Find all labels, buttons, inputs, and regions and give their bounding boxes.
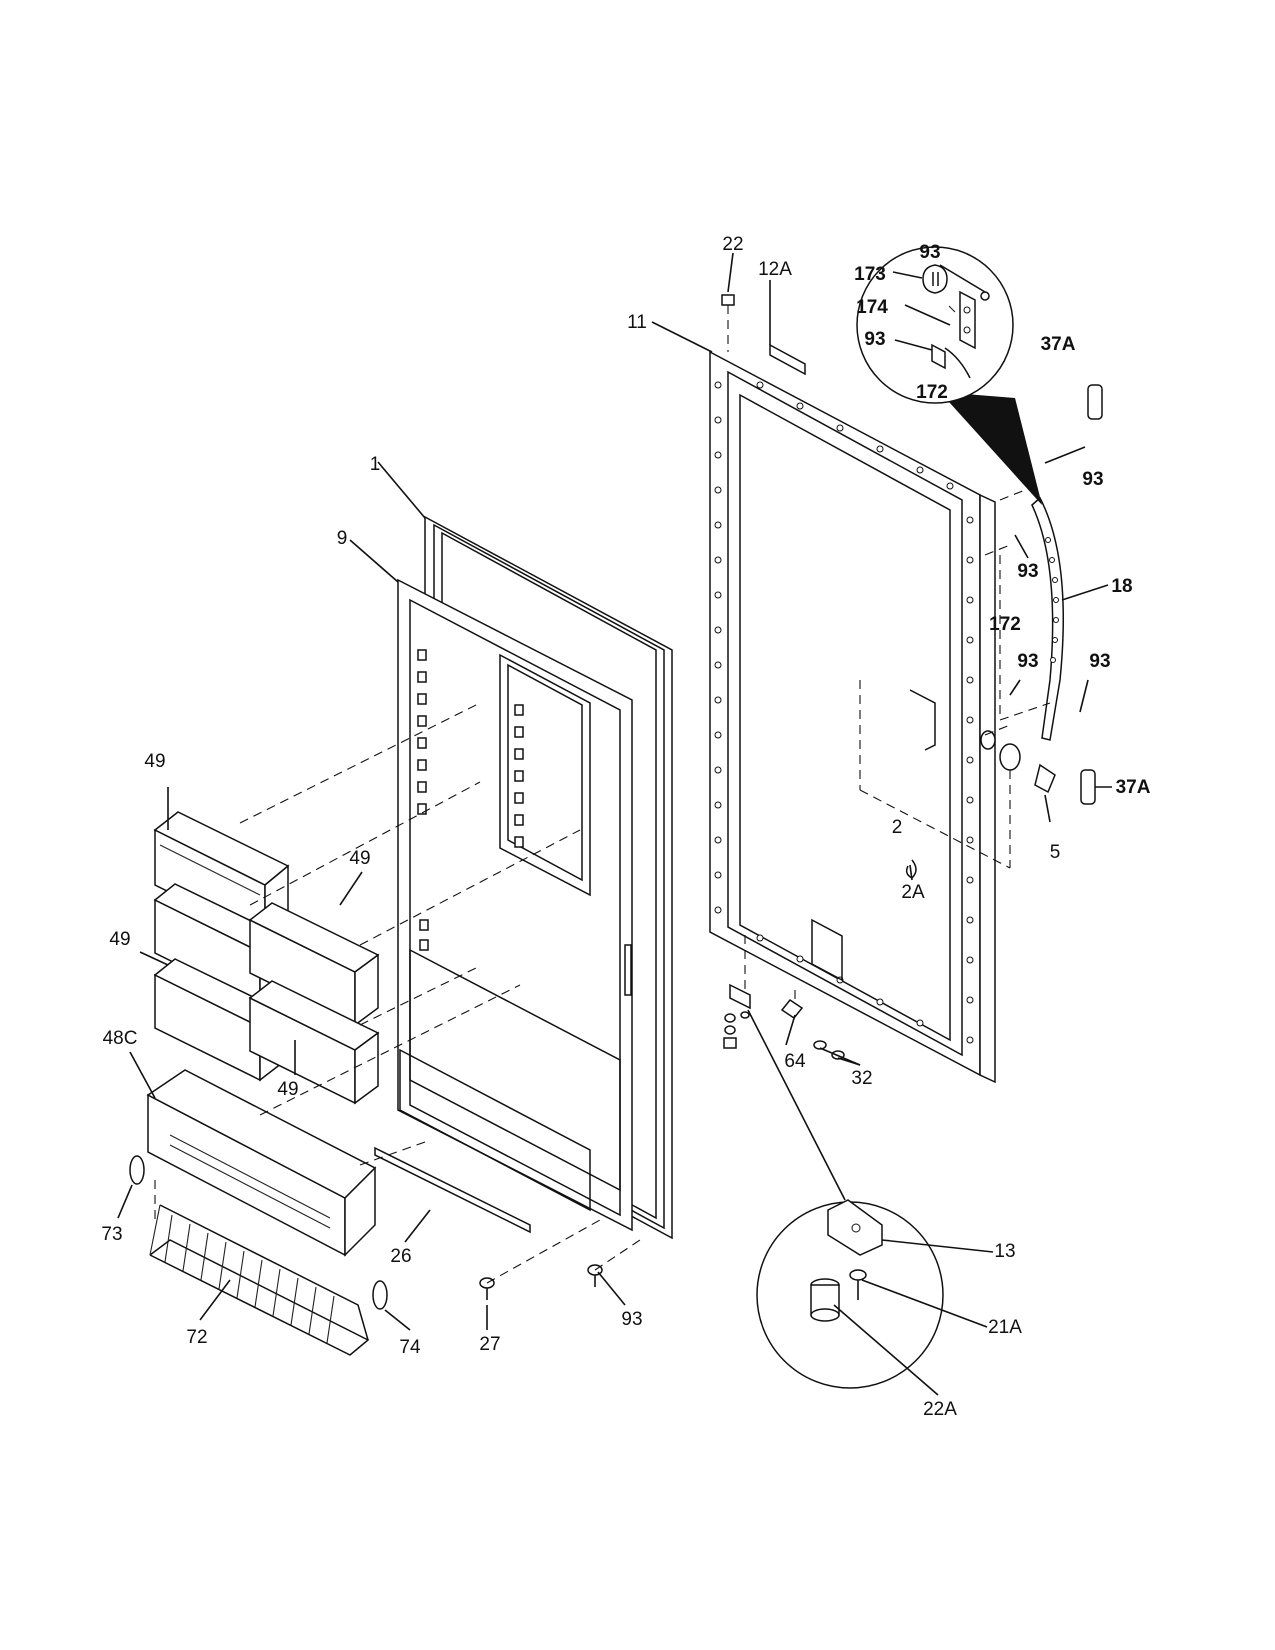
label-93-bottom: 93: [621, 1309, 642, 1330]
detail-circle-bottom: [747, 1009, 944, 1389]
label-64: 64: [784, 1051, 806, 1072]
trim-strip-26: [374, 1146, 531, 1234]
label-18: 18: [1111, 576, 1132, 597]
label-49-bottom: 49: [277, 1079, 298, 1100]
screw-27: [479, 1277, 495, 1300]
label-74: 74: [399, 1337, 421, 1358]
basket-wires: [164, 1214, 335, 1344]
label-172-top: 172: [916, 382, 948, 403]
label-2: 2: [892, 817, 903, 838]
label-5: 5: [1050, 842, 1061, 863]
label-93-a: 93: [1017, 561, 1038, 582]
label-2a: 2A: [901, 882, 925, 903]
label-49-right: 49: [349, 848, 370, 869]
label-32: 32: [851, 1068, 872, 1089]
label-93-right: 93: [1082, 469, 1103, 490]
bottom-bin-48c: [146, 1069, 377, 1257]
label-12a-sticker: [769, 343, 806, 376]
label-93-top: 93: [919, 242, 940, 263]
label-49-left: 49: [109, 929, 130, 950]
label-72: 72: [186, 1327, 207, 1348]
label-21a: 21A: [988, 1317, 1022, 1338]
door-bin-49-mid-right: [248, 902, 380, 1027]
label-11: 11: [627, 312, 647, 333]
door-liner: [397, 578, 633, 1232]
label-13: 13: [994, 1241, 1015, 1262]
assembly-lines: [154, 487, 1051, 1284]
basket-clip-74: [372, 1280, 388, 1310]
panel-holes: [714, 381, 974, 1044]
label-172: 172: [989, 614, 1021, 635]
label-37a-top: 37A: [1041, 334, 1076, 355]
label-48c: 48C: [103, 1028, 138, 1049]
liner-clips: [417, 649, 524, 951]
label-22: 22: [722, 234, 743, 255]
plug-22: [721, 294, 735, 352]
outer-door-panel: [709, 350, 996, 1084]
label-93-mid: 93: [864, 329, 885, 350]
label-174: 174: [856, 297, 888, 318]
handle-endcap-37a-top: [1087, 384, 1103, 420]
hinge-parts-bottom: [723, 983, 845, 1060]
label-1: 1: [370, 454, 381, 475]
label-9: 9: [337, 528, 348, 549]
basket-clip-73: [129, 1155, 145, 1185]
wire-basket-72: [149, 1204, 370, 1356]
latch-hook-2: [909, 689, 936, 751]
label-73: 73: [101, 1224, 122, 1245]
label-26: 26: [390, 1246, 411, 1267]
label-93-c: 93: [1089, 651, 1110, 672]
label-173: 173: [854, 264, 886, 285]
door-handle-18: [1031, 496, 1065, 741]
label-49-top: 49: [144, 751, 165, 772]
plug-22a: [810, 1278, 840, 1322]
label-27: 27: [479, 1334, 500, 1355]
door-bin-49-low-right: [248, 980, 380, 1105]
handle-endcap-37a-low: [1080, 769, 1096, 805]
label-93-b: 93: [1017, 651, 1038, 672]
screw-93-bottom: [587, 1264, 603, 1287]
label-12a: 12A: [758, 259, 792, 280]
screw-21a: [849, 1269, 867, 1300]
leader-lines: [117, 252, 1112, 1396]
label-37a-low: 37A: [1116, 777, 1151, 798]
label-22a: 22A: [923, 1399, 957, 1420]
